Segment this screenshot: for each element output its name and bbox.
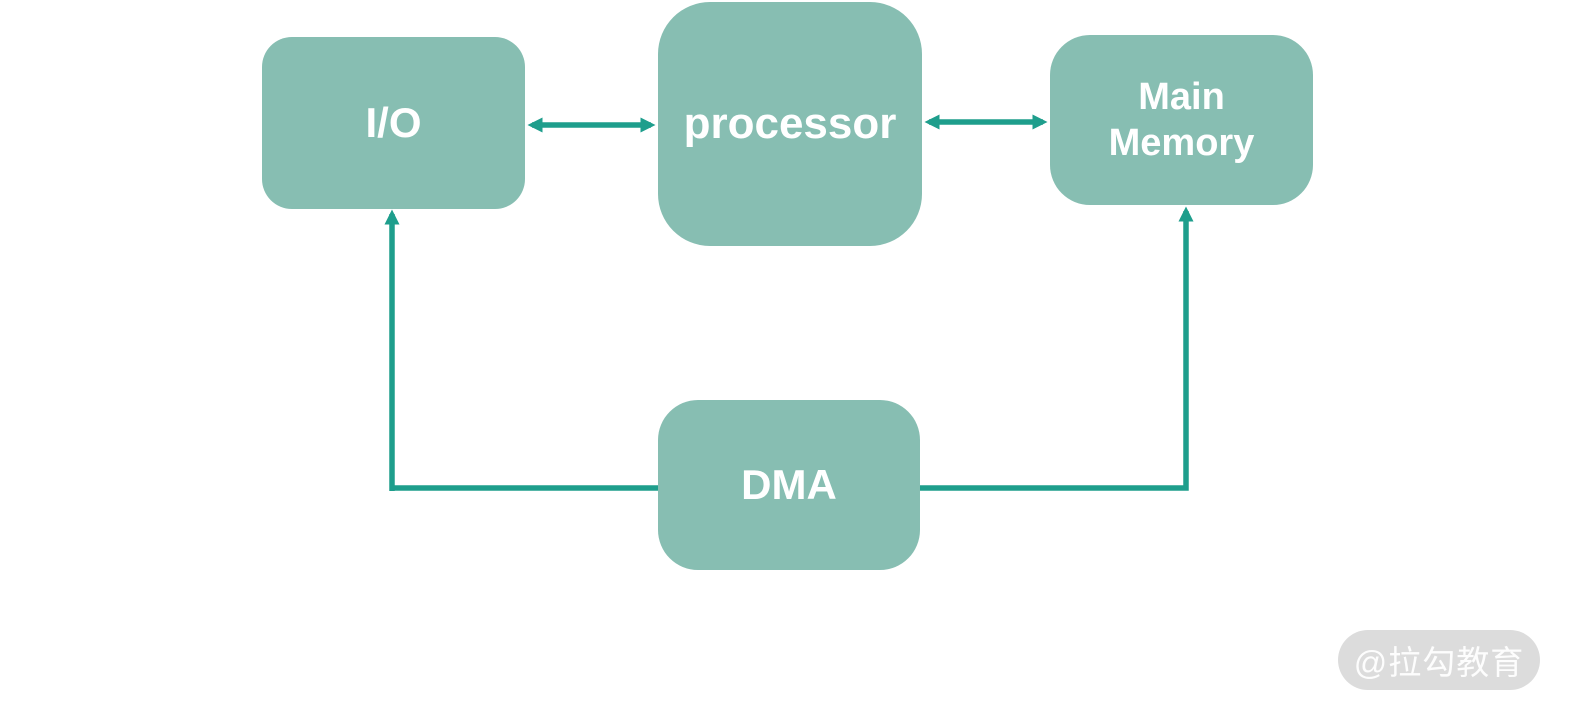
main-memory-box: Main Memory <box>1050 35 1313 205</box>
main-memory-box-label: Main Memory <box>1108 75 1255 164</box>
watermark-text: @拉勾教育 <box>1353 644 1525 681</box>
dma-box-label: DMA <box>741 461 837 509</box>
io-box-label: I/O <box>365 99 422 147</box>
processor-box-label: processor <box>683 99 897 149</box>
io-box: I/O <box>262 37 525 209</box>
dma-box: DMA <box>658 400 920 570</box>
edge-dma-memory-connector <box>392 206 1194 491</box>
processor-box: processor <box>658 2 922 246</box>
watermark-badge: @拉勾教育 <box>1338 630 1540 690</box>
